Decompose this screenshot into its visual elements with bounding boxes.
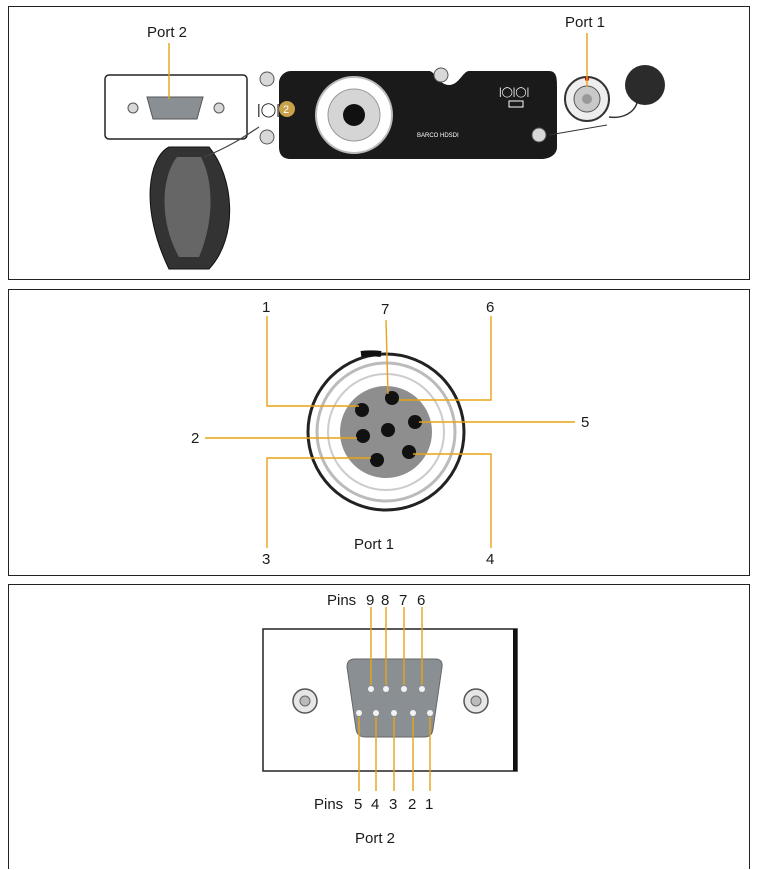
port1-title: Port 1 — [354, 536, 394, 553]
port2-pinout-diagram: Pins 9 8 7 6 Pins 5 4 3 2 1 Port 2 — [262, 592, 518, 847]
port2-pin-6 — [419, 686, 425, 692]
port2-label: Port 2 — [147, 24, 187, 41]
top-pin-label-6: 6 — [417, 592, 425, 609]
port-symbol-icon: |◯|◯| — [499, 87, 529, 98]
port1-pin-4 — [402, 445, 416, 459]
device-overview-diagram: Port 2 |◯|◯| 2 |◯|◯| BARCO HDSDI — [104, 14, 665, 270]
pin-1-leader — [266, 316, 359, 407]
port2-pin-4 — [373, 710, 379, 716]
port1-pin-6 — [408, 415, 422, 429]
top-row-pins-prefix: Pins — [327, 592, 356, 609]
pin-label-6: 6 — [486, 299, 494, 316]
dust-cap — [149, 126, 260, 270]
port2-pin-9 — [368, 686, 374, 692]
port2-pinout-panel: Pins 9 8 7 6 Pins 5 4 3 2 1 Port 2 — [8, 584, 750, 869]
port1-key-notch — [360, 350, 382, 357]
screw-icon — [259, 129, 275, 145]
pin-7-leader — [385, 319, 389, 395]
port2-title: Port 2 — [355, 830, 395, 847]
top-pin-label-8: 8 — [381, 592, 389, 609]
bottom-pin-label-3: 3 — [389, 796, 397, 813]
port1-pin-1 — [355, 403, 369, 417]
coax-connector-center — [343, 104, 365, 126]
port2-pin-5 — [356, 710, 362, 716]
pin-label-2: 2 — [191, 430, 199, 447]
port2-pin-1 — [427, 710, 433, 716]
port1-pin-2 — [356, 429, 370, 443]
port-number-badge-text: 2 — [283, 104, 289, 116]
port2-pin-3 — [391, 710, 397, 716]
screw-icon — [433, 67, 449, 83]
screw-icon — [470, 695, 482, 707]
pin-4-leader — [413, 453, 492, 548]
port1-dust-cap — [625, 65, 665, 105]
bottom-pin-label-4: 4 — [371, 796, 379, 813]
pin-label-1: 1 — [262, 299, 270, 316]
indicator-slot — [508, 100, 524, 108]
device-model-text: BARCO HDSDI — [417, 133, 459, 139]
pin-label-3: 3 — [262, 551, 270, 568]
port1-pin-7 — [385, 391, 399, 405]
pin-label-5: 5 — [581, 414, 589, 431]
pin-6-leader — [399, 316, 492, 401]
port2-db9-connector — [146, 96, 204, 120]
port1-connector-pins — [582, 94, 592, 104]
screw-icon — [299, 695, 311, 707]
bottom-row-pins-prefix: Pins — [314, 796, 343, 813]
screw-icon — [531, 127, 547, 143]
port1-pinout-panel: 1 2 3 4 5 6 7 Port 1 — [8, 289, 750, 576]
pin-3-leader — [266, 457, 371, 548]
port2-pin-7 — [401, 686, 407, 692]
screw-icon — [259, 71, 275, 87]
port2-pin-2 — [410, 710, 416, 716]
port1-label: Port 1 — [565, 14, 605, 31]
pin-label-4: 4 — [486, 551, 494, 568]
device-overview-panel: Port 2 |◯|◯| 2 |◯|◯| BARCO HDSDI — [8, 6, 750, 280]
top-pin-label-9: 9 — [366, 592, 374, 609]
bottom-pin-label-2: 2 — [408, 796, 416, 813]
screw-icon — [213, 102, 225, 114]
bottom-pin-label-5: 5 — [354, 796, 362, 813]
port-number-badge — [279, 101, 295, 117]
top-pin-label-7: 7 — [399, 592, 407, 609]
port1-pin-3 — [370, 453, 384, 467]
port1-pinout-diagram: 1 2 3 4 5 6 7 Port 1 — [191, 299, 589, 568]
bottom-pin-label-1: 1 — [425, 796, 433, 813]
screw-icon — [127, 102, 139, 114]
port2-pin-8 — [383, 686, 389, 692]
port1-pin-center — [381, 423, 395, 437]
pin-label-7: 7 — [381, 301, 389, 318]
